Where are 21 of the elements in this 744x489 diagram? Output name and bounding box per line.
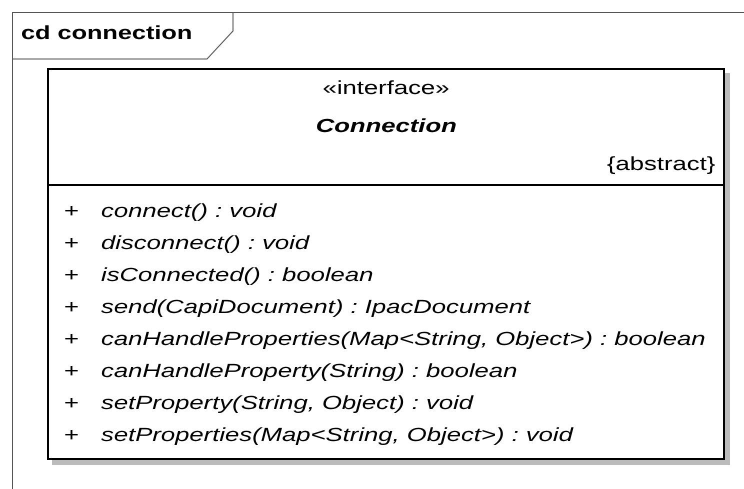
visibility-marker: + <box>64 329 79 351</box>
visibility-marker: + <box>64 393 79 415</box>
operation: isConnected() : boolean <box>101 265 374 287</box>
operation: connect() : void <box>101 201 276 223</box>
operation: canHandleProperties(Map<String, Object>) : boolean <box>101 329 706 351</box>
visibility-marker: + <box>64 233 79 255</box>
class-name: Connection <box>315 116 457 138</box>
visibility-marker: + <box>64 425 79 447</box>
visibility-marker: + <box>64 201 79 223</box>
constraint: {abstract} <box>606 154 715 176</box>
operation: disconnect() : void <box>101 233 310 255</box>
operation: send(CapiDocument) : IpacDocument <box>101 297 530 319</box>
operation: setProperty(String, Object) : void <box>101 393 474 415</box>
frame-name: cd connection <box>21 23 192 45</box>
stereotype: «interface» <box>322 78 450 100</box>
diagram-frame <box>12 12 744 489</box>
operation: setProperties(Map<String, Object>) : void <box>101 425 573 447</box>
visibility-marker: + <box>64 361 79 383</box>
operation: canHandleProperty(String) : boolean <box>101 361 518 383</box>
visibility-marker: + <box>64 265 79 287</box>
visibility-marker: + <box>64 297 79 319</box>
